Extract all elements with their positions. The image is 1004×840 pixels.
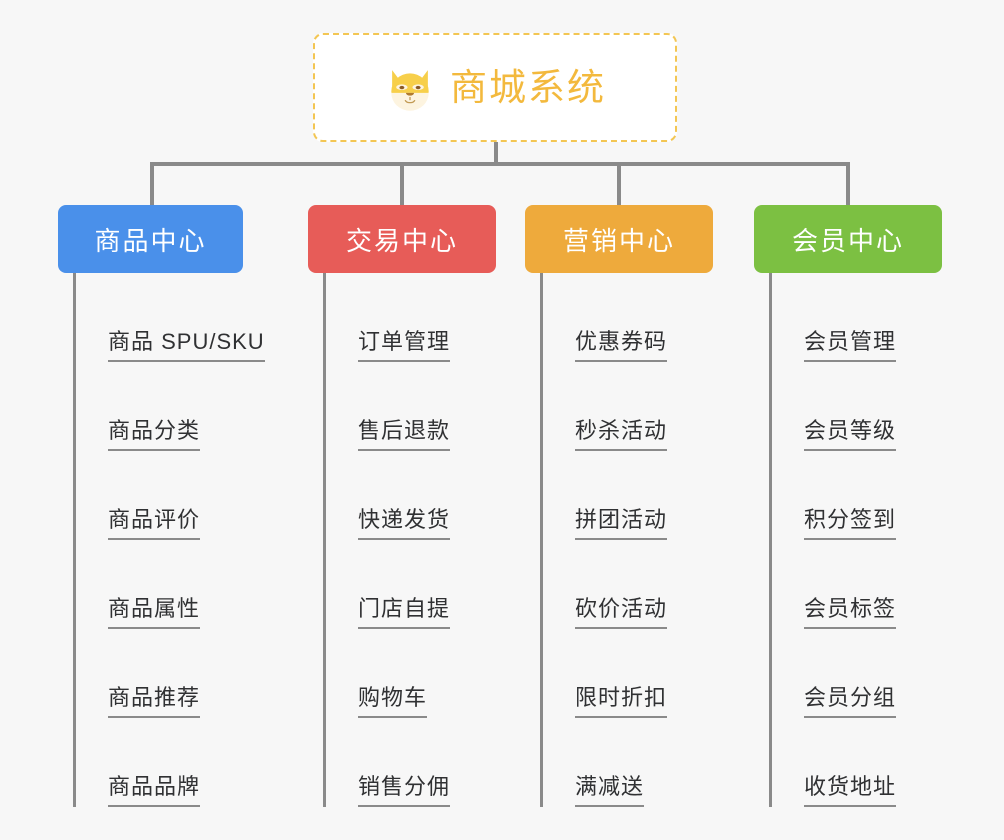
leaf-label: 拼团活动 bbox=[575, 506, 668, 532]
list-item[interactable]: 会员标签 bbox=[772, 540, 984, 629]
list-item[interactable]: 商品属性 bbox=[76, 540, 288, 629]
list-item[interactable]: 购物车 bbox=[326, 629, 538, 718]
category-card-marketing-center[interactable]: 营销中心 bbox=[525, 205, 713, 273]
list-item[interactable]: 售后退款 bbox=[326, 362, 538, 451]
leaf-label: 商品推荐 bbox=[108, 684, 201, 710]
connector-drop-1 bbox=[150, 162, 154, 207]
list-item[interactable]: 商品 SPU/SKU bbox=[76, 273, 288, 362]
leaf-underline: 商品推荐 bbox=[108, 684, 201, 718]
leaf-list-trade-center: 订单管理 售后退款 快递发货 门店自提 购物车 销售分佣 bbox=[323, 273, 538, 807]
list-item[interactable]: 商品品牌 bbox=[76, 718, 288, 807]
leaf-list-product-center: 商品 SPU/SKU 商品分类 商品评价 商品属性 商品推荐 商品品牌 bbox=[73, 273, 288, 807]
leaf-label: 快递发货 bbox=[358, 506, 451, 532]
list-item[interactable]: 会员管理 bbox=[772, 273, 984, 362]
leaf-list-marketing-center: 优惠券码 秒杀活动 拼团活动 砍价活动 限时折扣 满减送 bbox=[540, 273, 755, 807]
category-label: 会员中心 bbox=[791, 225, 904, 256]
leaf-underline: 限时折扣 bbox=[575, 684, 668, 718]
leaf-underline: 优惠券码 bbox=[575, 328, 668, 362]
list-item[interactable]: 秒杀活动 bbox=[543, 362, 755, 451]
leaf-underline: 商品属性 bbox=[108, 595, 201, 629]
leaf-label: 商品分类 bbox=[108, 417, 201, 443]
branch-column-marketing-center: 营销中心 优惠券码 秒杀活动 拼团活动 砍价活动 限时折扣 满减送 bbox=[525, 205, 755, 807]
list-item[interactable]: 快递发货 bbox=[326, 451, 538, 540]
leaf-underline: 收货地址 bbox=[804, 773, 897, 807]
list-item[interactable]: 订单管理 bbox=[326, 273, 538, 362]
leaf-underline: 会员等级 bbox=[804, 417, 897, 451]
leaf-label: 收货地址 bbox=[804, 773, 897, 799]
leaf-underline: 商品评价 bbox=[108, 506, 201, 540]
leaf-underline: 砍价活动 bbox=[575, 595, 668, 629]
list-item[interactable]: 拼团活动 bbox=[543, 451, 755, 540]
leaf-label: 会员等级 bbox=[804, 417, 897, 443]
root-node-mall-system[interactable]: 商城系统 bbox=[313, 33, 677, 142]
leaf-label: 砍价活动 bbox=[575, 595, 668, 621]
category-label: 商品中心 bbox=[94, 225, 207, 256]
list-item[interactable]: 限时折扣 bbox=[543, 629, 755, 718]
leaf-underline: 售后退款 bbox=[358, 417, 451, 451]
category-card-trade-center[interactable]: 交易中心 bbox=[308, 205, 496, 273]
list-item[interactable]: 优惠券码 bbox=[543, 273, 755, 362]
leaf-label: 商品评价 bbox=[108, 506, 201, 532]
category-label: 交易中心 bbox=[345, 225, 458, 256]
connector-drop-3 bbox=[617, 162, 621, 207]
branch-column-product-center: 商品中心 商品 SPU/SKU 商品分类 商品评价 商品属性 商品推荐 商品品牌 bbox=[58, 205, 288, 807]
list-item[interactable]: 门店自提 bbox=[326, 540, 538, 629]
leaf-underline: 满减送 bbox=[575, 773, 645, 807]
leaf-underline: 积分签到 bbox=[804, 506, 897, 540]
leaf-label: 商品属性 bbox=[108, 595, 201, 621]
leaf-underline: 会员管理 bbox=[804, 328, 897, 362]
leaf-underline: 会员标签 bbox=[804, 595, 897, 629]
branch-column-member-center: 会员中心 会员管理 会员等级 积分签到 会员标签 会员分组 收货地址 bbox=[754, 205, 984, 807]
leaf-label: 会员标签 bbox=[804, 595, 897, 621]
branch-column-trade-center: 交易中心 订单管理 售后退款 快递发货 门店自提 购物车 销售分佣 bbox=[308, 205, 538, 807]
category-card-member-center[interactable]: 会员中心 bbox=[754, 205, 942, 273]
leaf-list-member-center: 会员管理 会员等级 积分签到 会员标签 会员分组 收货地址 bbox=[769, 273, 984, 807]
leaf-underline: 拼团活动 bbox=[575, 506, 668, 540]
connector-horizontal-bus bbox=[150, 162, 850, 166]
leaf-underline: 订单管理 bbox=[358, 328, 451, 362]
leaf-label: 积分签到 bbox=[804, 506, 897, 532]
leaf-label: 秒杀活动 bbox=[575, 417, 668, 443]
list-item[interactable]: 满减送 bbox=[543, 718, 755, 807]
list-item[interactable]: 商品推荐 bbox=[76, 629, 288, 718]
list-item[interactable]: 积分签到 bbox=[772, 451, 984, 540]
leaf-underline: 销售分佣 bbox=[358, 773, 451, 807]
leaf-underline: 商品 SPU/SKU bbox=[108, 328, 265, 362]
list-item[interactable]: 会员分组 bbox=[772, 629, 984, 718]
leaf-underline: 秒杀活动 bbox=[575, 417, 668, 451]
list-item[interactable]: 砍价活动 bbox=[543, 540, 755, 629]
leaf-label: 商品 SPU/SKU bbox=[108, 328, 265, 354]
connector-drop-2 bbox=[400, 162, 404, 207]
root-title: 商城系统 bbox=[450, 67, 606, 108]
list-item[interactable]: 商品评价 bbox=[76, 451, 288, 540]
leaf-label: 优惠券码 bbox=[575, 328, 668, 354]
list-item[interactable]: 销售分佣 bbox=[326, 718, 538, 807]
category-label: 营销中心 bbox=[562, 225, 675, 256]
leaf-underline: 门店自提 bbox=[358, 595, 451, 629]
category-card-product-center[interactable]: 商品中心 bbox=[58, 205, 243, 273]
leaf-underline: 商品品牌 bbox=[108, 773, 201, 807]
leaf-underline: 商品分类 bbox=[108, 417, 201, 451]
list-item[interactable]: 商品分类 bbox=[76, 362, 288, 451]
connector-root-stem bbox=[494, 142, 498, 164]
connector-drop-4 bbox=[846, 162, 850, 207]
list-item[interactable]: 收货地址 bbox=[772, 718, 984, 807]
leaf-label: 满减送 bbox=[575, 773, 645, 799]
leaf-label: 会员管理 bbox=[804, 328, 897, 354]
leaf-label: 会员分组 bbox=[804, 684, 897, 710]
leaf-label: 销售分佣 bbox=[358, 773, 451, 799]
leaf-underline: 快递发货 bbox=[358, 506, 451, 540]
leaf-label: 购物车 bbox=[358, 684, 428, 710]
dog-face-icon bbox=[384, 62, 436, 114]
leaf-underline: 会员分组 bbox=[804, 684, 897, 718]
leaf-label: 订单管理 bbox=[358, 328, 451, 354]
leaf-label: 门店自提 bbox=[358, 595, 451, 621]
leaf-label: 限时折扣 bbox=[575, 684, 668, 710]
leaf-label: 商品品牌 bbox=[108, 773, 201, 799]
leaf-underline: 购物车 bbox=[358, 684, 428, 718]
list-item[interactable]: 会员等级 bbox=[772, 362, 984, 451]
leaf-label: 售后退款 bbox=[358, 417, 451, 443]
